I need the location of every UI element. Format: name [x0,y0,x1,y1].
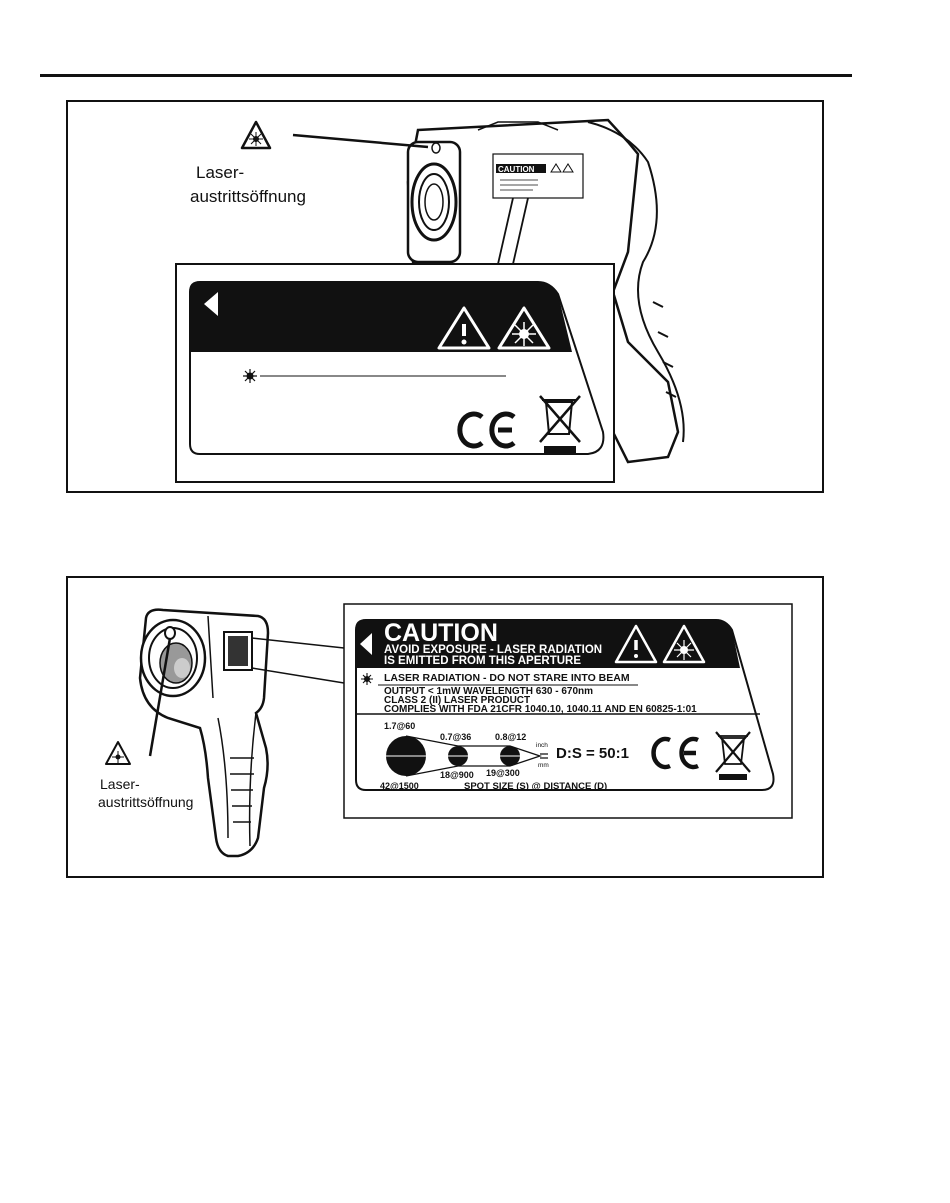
thermometer-front-drawing [105,603,793,858]
laser-radiation-icon [662,624,706,664]
label-beam-warning: LASER RADIATION - DO NOT STARE INTO BEAM [384,672,630,684]
aperture-label-line1: Laser- [196,163,245,182]
spot-size-diagram [386,735,548,777]
ce-mark-icon [651,736,699,770]
laser-warning-icon [240,120,272,150]
header-rule [40,74,852,77]
figure-thermometer-front-view: CAUTION AVOID EXPOSURE - LASER RADIATION… [66,576,824,878]
aperture-label-line2: austrittsöffnung [98,794,194,810]
label-avoid-line2: IS EMITTED FROM THIS APERTURE [384,655,581,667]
label-caution-heading: CAUTION [384,619,498,647]
spot-bottom-3: 19@300 [486,768,520,778]
thermometer-side-drawing: CAUTION [175,118,685,483]
laser-beam-icon [361,673,373,685]
unit-inch: inch [536,742,548,749]
spot-top-2: 0.7@36 [440,732,472,742]
label-avoid-line1: AVOID EXPOSURE - LASER RADIATION [384,644,603,656]
weee-bin-icon [539,395,581,453]
weee-bin-icon [715,731,751,780]
laser-beam-icon [243,369,257,383]
label-output: OUTPUT < 1mW WAVELENGTH 630 - 670nm [384,686,594,697]
unit-mm: mm [538,762,549,769]
ds-ratio: D:S = 50:1 [556,745,629,762]
aperture-label-line2: austrittsöffnung [190,187,306,206]
spot-size-caption: SPOT SIZE (S) @ DISTANCE (D) [464,781,608,792]
laser-radiation-icon [497,306,551,350]
label-complies: COMPLIES WITH FDA 21CFR 1040.10, 1040.11… [384,704,697,715]
ce-mark-icon [457,411,516,449]
warning-icon [614,624,658,664]
spot-bottom-1: 42@1500 [380,781,419,791]
figure-thermometer-side-view: CAUTION [66,100,824,493]
mini-label-caution: CAUTION [498,165,535,174]
spot-top-1: 1.7@60 [384,721,416,731]
warning-icon [437,306,491,350]
label-class: CLASS 2 (II) LASER PRODUCT [384,695,531,706]
spot-top-3: 0.8@12 [495,732,527,742]
aperture-label-line1: Laser- [100,776,140,792]
laser-warning-icon [105,741,131,765]
spot-bottom-2: 18@900 [440,770,474,780]
